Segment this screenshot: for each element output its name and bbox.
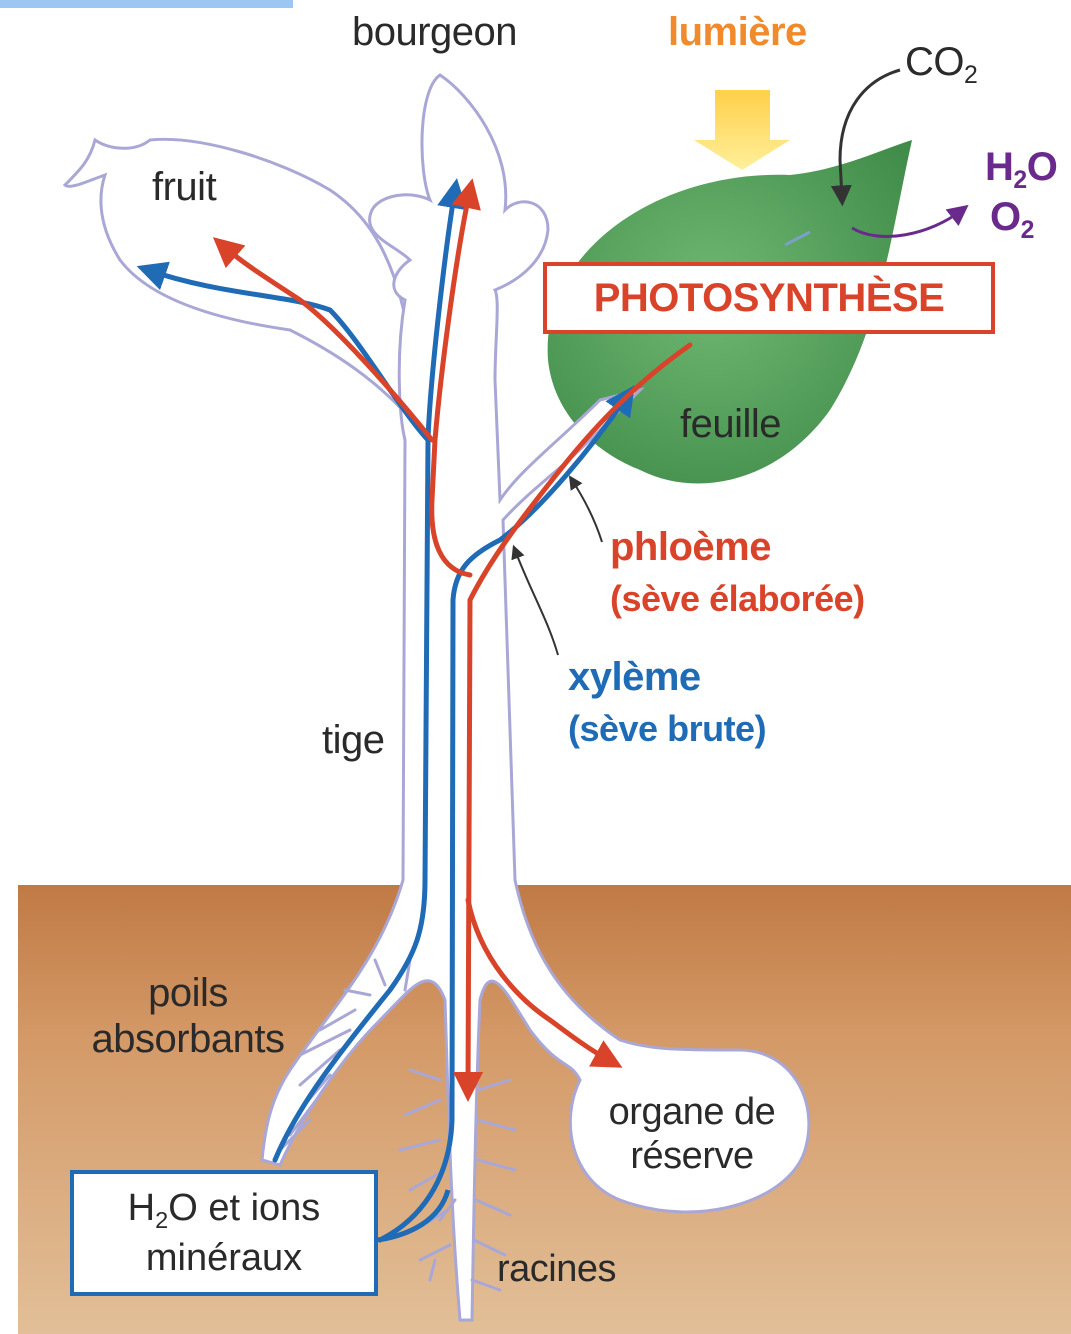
fruit-outline — [65, 139, 420, 430]
label-fruit: fruit — [152, 165, 216, 210]
label-phloeme: phloème — [610, 525, 771, 570]
label-feuille: feuille — [680, 402, 781, 447]
box-line2: minéraux — [146, 1235, 302, 1281]
o2-subscript: 2 — [1021, 217, 1034, 244]
box-line1-subscript: 2 — [155, 1207, 168, 1233]
poils-line2: absorbants — [72, 1016, 304, 1062]
co2-main: CO — [905, 40, 964, 84]
label-organe-reserve: organe de réserve — [592, 1090, 792, 1178]
box-line1-b: O et ions — [168, 1187, 320, 1229]
label-tige: tige — [322, 718, 385, 763]
organe-line2: réserve — [592, 1134, 792, 1178]
phloeme-pointer — [572, 480, 602, 542]
organe-line1: organe de — [592, 1090, 792, 1134]
label-o2: O2 — [990, 195, 1034, 240]
poils-line1: poils — [72, 970, 304, 1016]
h2o-main-b: O — [1027, 145, 1058, 189]
label-h2o: H2O — [985, 145, 1057, 190]
h2o-ions-box: H2O et ions minéraux — [70, 1170, 378, 1296]
label-seve-brute: (sève brute) — [568, 708, 766, 750]
h2o-main-a: H — [985, 145, 1013, 189]
o2-main: O — [990, 195, 1021, 239]
label-bourgeon: bourgeon — [352, 10, 517, 55]
label-co2: CO2 — [905, 40, 977, 85]
label-racines: racines — [497, 1248, 616, 1291]
label-xyleme: xylème — [568, 655, 701, 700]
box-line1: H2O et ions — [128, 1185, 321, 1235]
co2-subscript: 2 — [964, 62, 977, 89]
label-lumiere: lumière — [668, 10, 807, 55]
light-arrow-icon — [694, 90, 790, 170]
photosynthese-box: PHOTOSYNTHÈSE — [543, 262, 995, 334]
label-poils-absorbants: poils absorbants — [72, 970, 304, 1062]
box-line1-a: H — [128, 1187, 155, 1229]
h2o-subscript: 2 — [1013, 167, 1026, 194]
label-seve-elaboree: (sève élaborée) — [610, 578, 865, 620]
xyleme-pointer — [515, 550, 558, 655]
